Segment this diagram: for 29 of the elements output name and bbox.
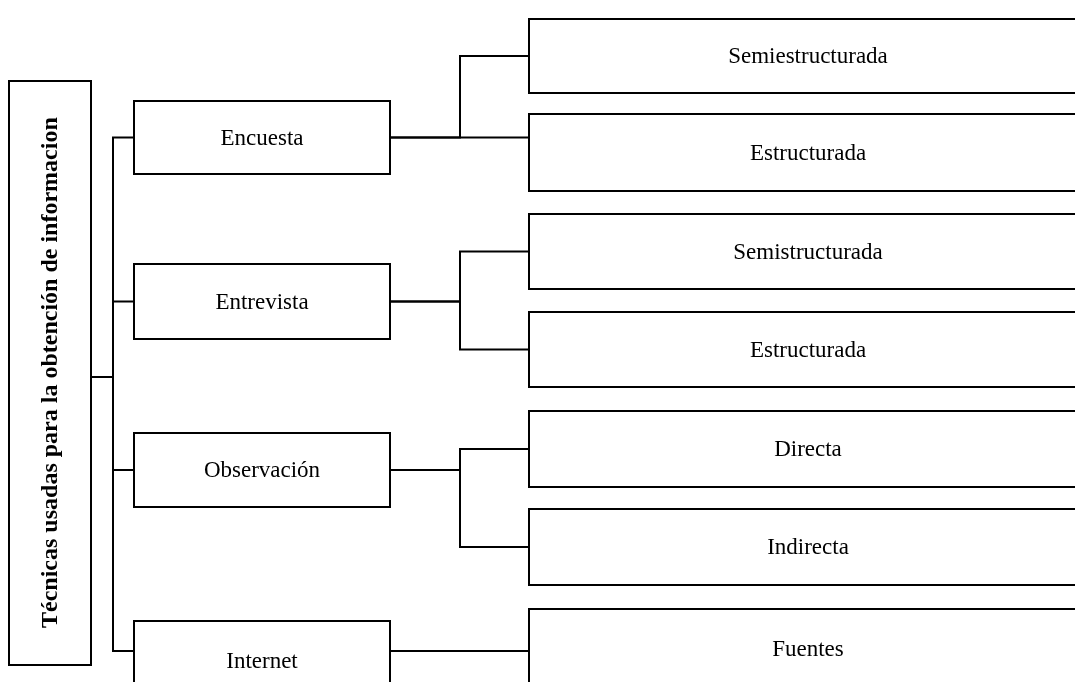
category-box xyxy=(133,100,391,175)
box-label: Fuentes xyxy=(772,636,844,662)
category-box xyxy=(528,18,1075,94)
box-label: Entrevista xyxy=(215,288,309,315)
category-box xyxy=(133,620,391,682)
category-box xyxy=(528,113,1075,192)
connector-line xyxy=(390,136,529,139)
title-box xyxy=(8,80,92,666)
box-label: Observación xyxy=(203,457,321,483)
connector-line xyxy=(390,300,529,351)
connector-line xyxy=(91,376,134,652)
category-box xyxy=(528,410,1075,488)
box-label: Técnicas usadas para la obtención de informacion xyxy=(37,116,63,631)
category-box xyxy=(528,213,1075,290)
box-label: Semistructurada xyxy=(733,238,883,265)
box-label: Internet xyxy=(226,648,298,674)
category-box xyxy=(528,608,1075,682)
category-box xyxy=(133,263,391,340)
box-label: Semiestructurada xyxy=(728,43,888,69)
connector-line xyxy=(390,650,529,652)
category-box xyxy=(133,432,391,508)
connector-line xyxy=(390,469,529,548)
box-label: Directa xyxy=(774,436,842,462)
box-label: Estructurada xyxy=(749,139,867,166)
box-label: Indirecta xyxy=(767,534,849,560)
category-box xyxy=(528,508,1075,586)
category-box xyxy=(528,311,1075,388)
box-label: Estructurada xyxy=(749,336,867,363)
box-label: Encuesta xyxy=(220,124,304,151)
